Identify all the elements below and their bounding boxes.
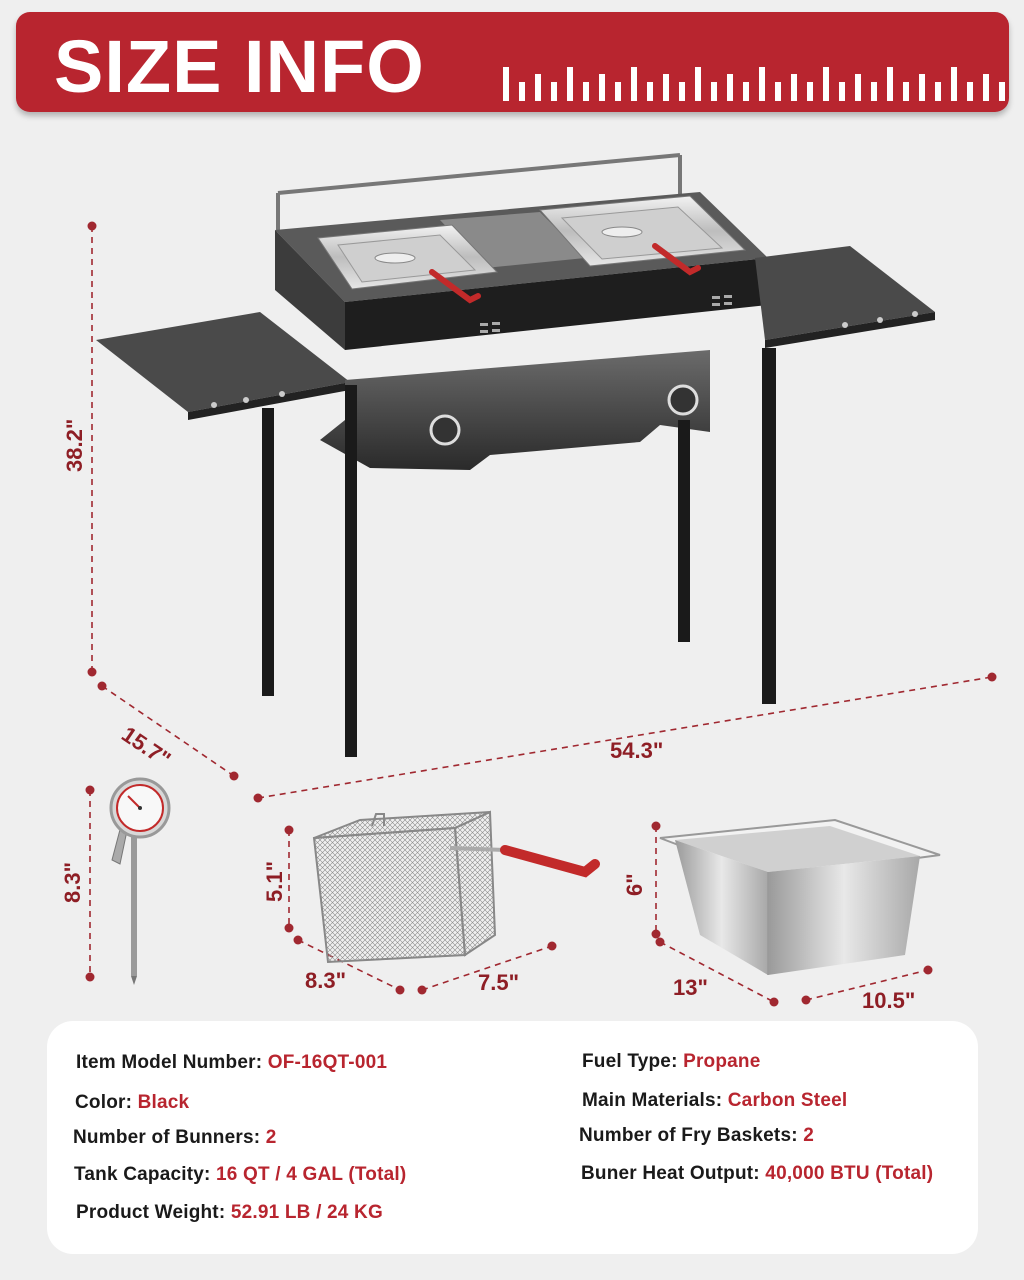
product-scene: 38.2" 15.7" 54.3" 8.3" 5.1" 8.3" 7.5" 6"… <box>60 153 997 1013</box>
spec-main-materials: Main Materials: Carbon Steel <box>582 1090 848 1111</box>
pan-length-label: 13" <box>673 975 708 1000</box>
steel-pan-illustration <box>659 818 941 975</box>
pan-height-label: 6" <box>622 873 647 896</box>
basket-width-label: 7.5" <box>478 970 519 995</box>
spec-tank-capacity: Tank Capacity: 16 QT / 4 GAL (Total) <box>74 1164 407 1185</box>
basket-depth-label: 8.3" <box>305 968 346 993</box>
spec-number-of-fry-baskets: Number of Fry Baskets: 2 <box>579 1125 814 1146</box>
fryer-station-illustration <box>96 153 935 757</box>
spec-burner-heat-output: Buner Heat Output: 40,000 BTU (Total) <box>581 1163 934 1184</box>
thermometer-length-label: 8.3" <box>60 862 85 903</box>
fry-basket-illustration <box>312 810 600 964</box>
spec-number-of-burners: Number of Bunners: 2 <box>73 1127 277 1148</box>
spec-model-number: Item Model Number: OF-16QT-001 <box>76 1052 388 1073</box>
width-label: 54.3" <box>610 738 663 763</box>
spec-fuel-type: Fuel Type: Propane <box>582 1051 761 1072</box>
ruler-ticks-icon <box>503 67 1005 101</box>
size-info-banner: SIZE INFO <box>16 12 1009 112</box>
depth-label: 15.7" <box>117 721 175 772</box>
spec-color: Color: Black <box>75 1092 190 1113</box>
height-label: 38.2" <box>62 419 87 472</box>
basket-height-label: 5.1" <box>262 861 287 902</box>
spec-product-weight: Product Weight: 52.91 LB / 24 KG <box>76 1202 383 1223</box>
spec-card: Item Model Number: OF-16QT-001 Color: Bl… <box>47 1021 978 1254</box>
banner-title: SIZE INFO <box>54 25 425 108</box>
pan-width-label: 10.5" <box>862 988 915 1013</box>
thermometer-illustration <box>109 777 171 985</box>
